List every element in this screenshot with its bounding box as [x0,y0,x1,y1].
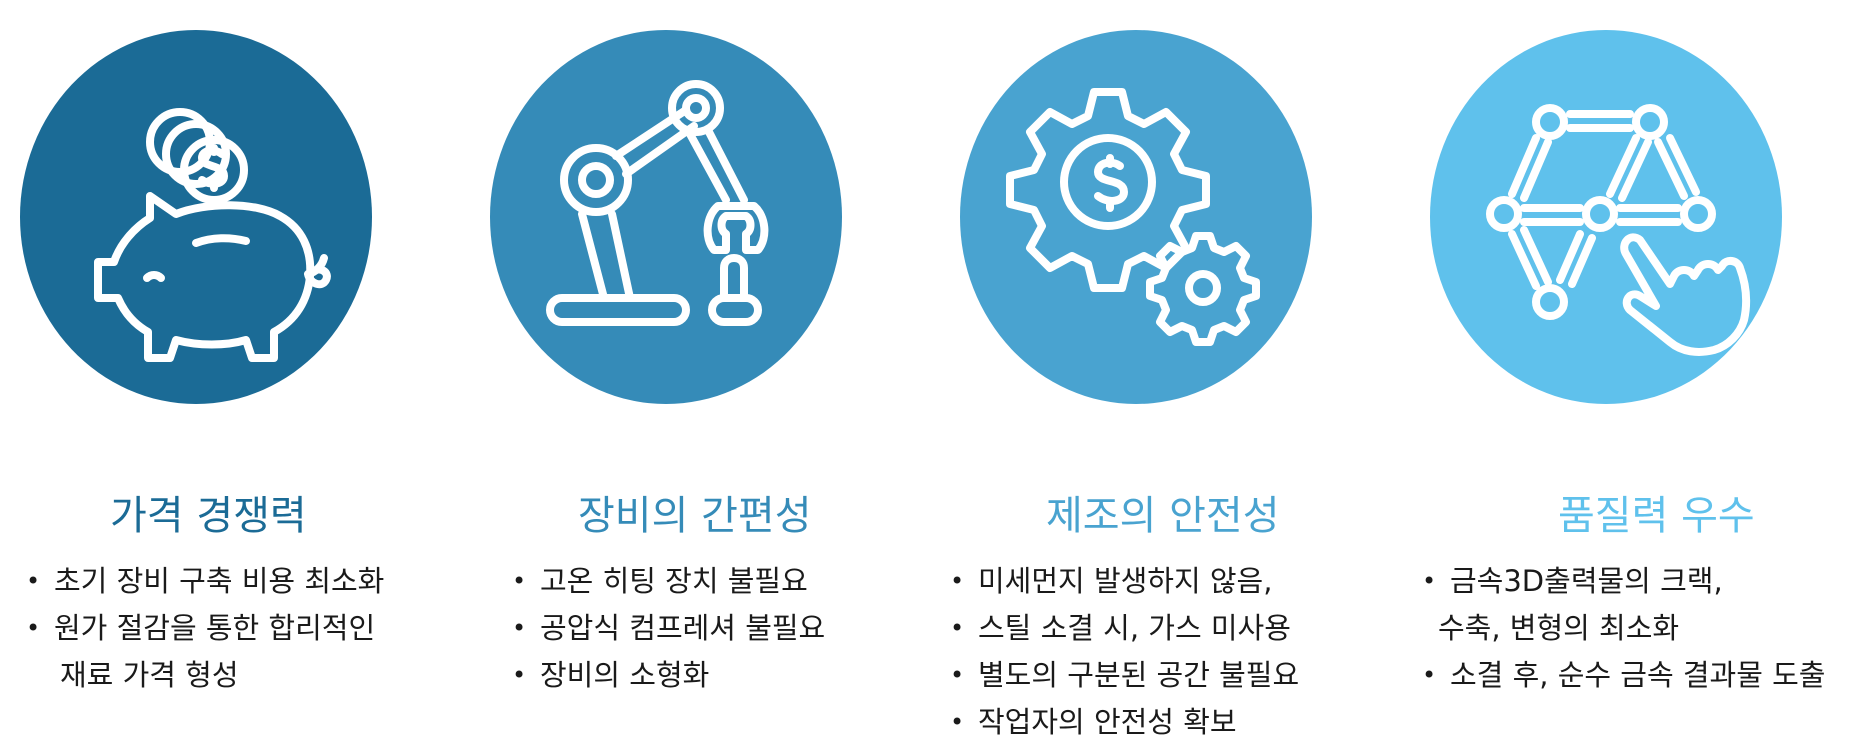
feature-bullets: 고온 히팅 장치 불필요 공압식 컴프레셔 불필요 장비의 소형화 [512,558,825,699]
network-touch-icon [1486,104,1751,356]
list-item: 소결 후, 순수 금속 결과물 도출 [1422,652,1825,699]
list-item: 스틸 소결 시, 가스 미사용 [950,605,1299,652]
list-item: 공압식 컴프레셔 불필요 [512,605,825,652]
robot-arm-icon [546,80,769,326]
feature-circle [1430,30,1782,404]
feature-title: 품질력 우수 [1558,493,1755,539]
feature-title: 장비의 간편성 [578,493,812,539]
list-item: 별도의 구분된 공간 불필요 [950,652,1299,699]
piggy-bank-coins-icon [94,108,331,362]
list-item: 작업자의 안전성 확보 [950,699,1299,746]
feature-bullets: 미세먼지 발생하지 않음, 스틸 소결 시, 가스 미사용 별도의 구분된 공간… [950,558,1299,746]
feature-title: 가격 경쟁력 [110,493,307,539]
list-item: 고온 히팅 장치 불필요 [512,558,825,605]
feature-bullets: 금속3D출력물의 크랙,수축, 변형의 최소화 소결 후, 순수 금속 결과물 … [1422,558,1825,699]
feature-circle [490,30,842,404]
gears-dollar-icon [1006,88,1260,346]
list-item: 초기 장비 구축 비용 최소화 [26,558,384,605]
list-item: 미세먼지 발생하지 않음, [950,558,1299,605]
list-item: 장비의 소형화 [512,652,825,699]
feature-circle [960,30,1312,404]
list-item: 금속3D출력물의 크랙,수축, 변형의 최소화 [1422,558,1825,652]
feature-title: 제조의 안전성 [1046,493,1280,539]
feature-circle [20,30,372,404]
